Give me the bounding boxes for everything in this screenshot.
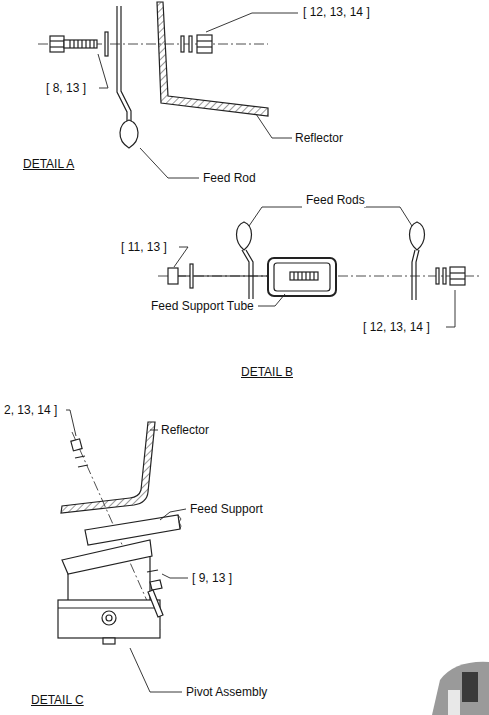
part-label: Feed Rod (202, 171, 257, 185)
callout-number: [ 12, 13, 14 ] (302, 5, 371, 19)
callout-number: [ 8, 13 ] (45, 81, 87, 95)
callout-number: [ 9, 13 ] (191, 571, 233, 585)
part-label: Feed Support Tube (150, 299, 255, 313)
callout-number: [ 12, 13, 14 ] (362, 320, 431, 334)
detail-title: DETAIL C (30, 693, 85, 707)
part-label: Feed Support (189, 502, 264, 516)
part-label: Reflector (160, 423, 210, 437)
callout-number: 2, 13, 14 ] (3, 403, 58, 417)
part-label: Reflector (294, 131, 344, 145)
callout-number: [ 11, 13 ] (120, 240, 168, 254)
detail-title: DETAIL B (240, 365, 294, 379)
detail-title: DETAIL A (22, 157, 75, 171)
part-label: Pivot Assembly (185, 685, 268, 699)
part-label: Feed Rods (305, 193, 366, 207)
